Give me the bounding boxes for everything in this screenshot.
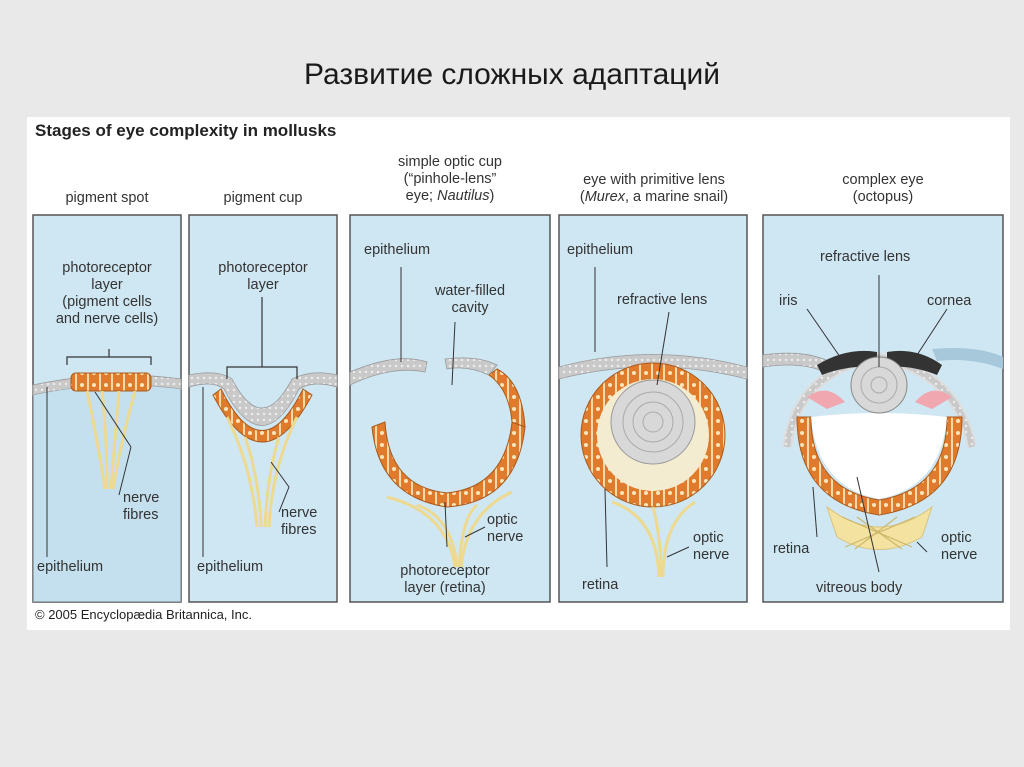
photoreceptor-layer-label: photoreceptor layer (pigment cells and n… [55, 260, 159, 327]
slide-title: Развитие сложных адаптаций [304, 58, 720, 91]
epithelium-label: epithelium [197, 559, 264, 575]
vitreous-body-label: vitreous body [816, 580, 903, 596]
nerve-fibres-label: nerve fibres [123, 490, 160, 523]
stage-1-header: pigment spot [65, 190, 149, 206]
optic-nerve-label: optic nerve [487, 512, 524, 545]
copyright-notice: © 2005 Encyclopædia Britannica, Inc. [35, 607, 252, 622]
figure-title: Stages of eye complexity in mollusks [35, 121, 337, 140]
optic-nerve-label: optic nerve [941, 530, 978, 563]
epithelium-label: epithelium [364, 242, 431, 258]
stage-3-header: simple optic cup (“pinhole-lens” eye; Na… [398, 154, 502, 204]
photoreceptor-layer-label: photoreceptor layer [218, 260, 308, 293]
photoreceptor-retina-label: photoreceptor layer (retina) [400, 563, 490, 596]
stage-5-header: complex eye (octopus) [842, 172, 924, 205]
retina-label: retina [582, 577, 619, 593]
stage-4-header: eye with primitive lens (Murex, a marine… [579, 172, 729, 205]
eye-complexity-figure: Stages of eye complexity in mollusks pig… [27, 117, 1010, 630]
epithelium-label: epithelium [567, 242, 634, 258]
cornea-label: cornea [927, 293, 972, 309]
optic-nerve-label: optic nerve [693, 530, 730, 563]
iris-label: iris [779, 293, 798, 309]
eye-stages-illustration [32, 214, 1004, 603]
water-filled-cavity-label: water-filled cavity [434, 283, 506, 316]
stage-2-header: pigment cup [223, 190, 303, 206]
refractive-lens-label: refractive lens [617, 292, 708, 308]
refractive-lens-label: refractive lens [820, 249, 911, 265]
retina-label: retina [773, 541, 810, 557]
nerve-fibres-label: nerve fibres [281, 505, 318, 538]
epithelium-label: epithelium [37, 559, 104, 575]
